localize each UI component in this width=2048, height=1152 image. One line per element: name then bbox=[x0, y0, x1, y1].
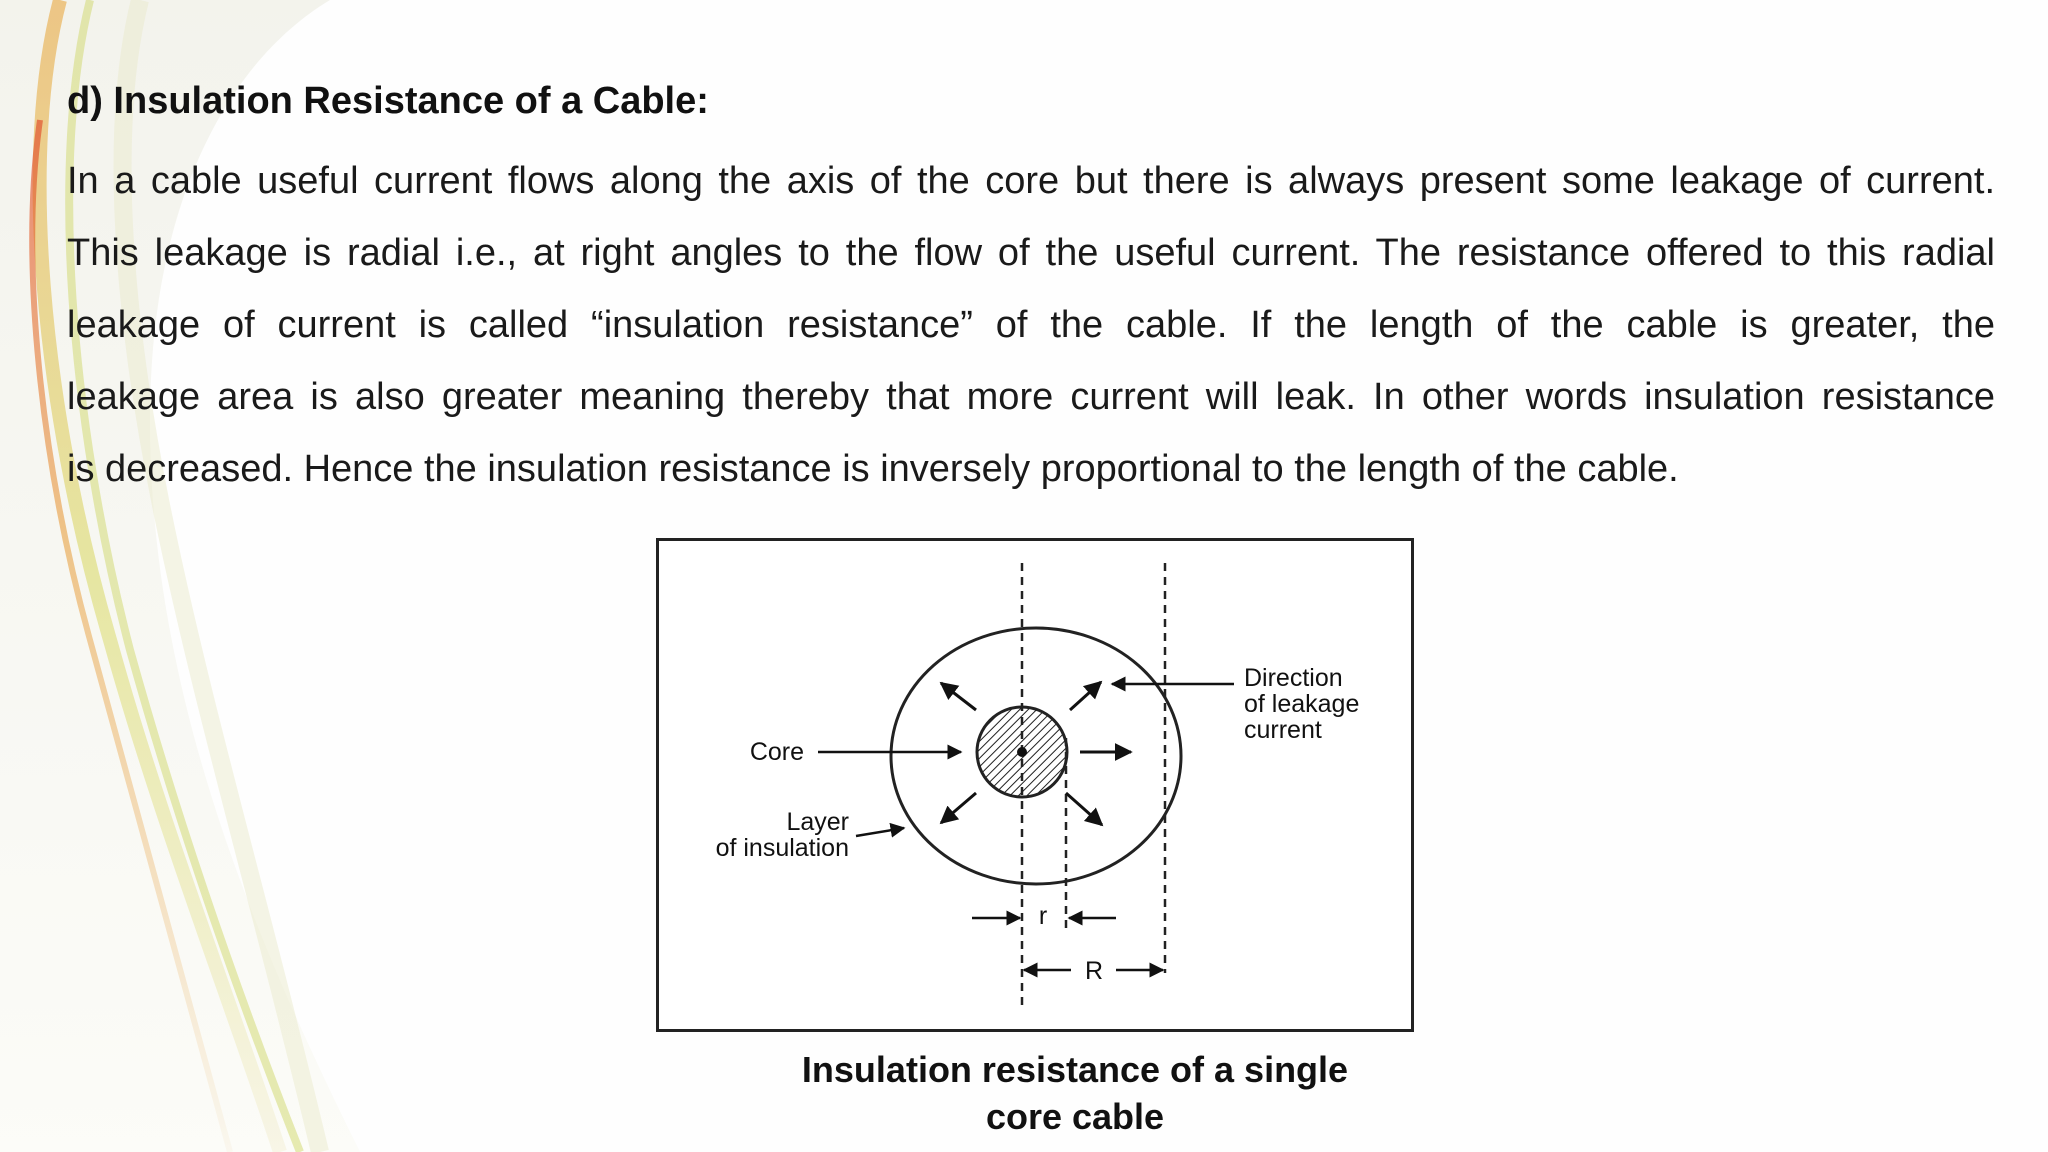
direction-label-line2: of leakage bbox=[1244, 690, 1359, 718]
paragraph-line: is decreased. Hence the insulation resis… bbox=[67, 448, 1679, 490]
cable-insulation-figure: Core Layer of insulation Direction of le… bbox=[656, 538, 1414, 1032]
layer-pointer bbox=[855, 822, 906, 838]
leakage-arrows bbox=[939, 680, 1133, 827]
caption-line: core cable bbox=[985, 1096, 1165, 1137]
section-heading: d) Insulation Resistance of a Cable: bbox=[67, 80, 709, 122]
insulation-layer-circle bbox=[889, 626, 1183, 886]
layer-label-line1: Layer bbox=[786, 808, 849, 836]
r-label: r bbox=[1039, 902, 1047, 930]
paragraph-line: In a cable useful current flows along th… bbox=[67, 160, 1995, 202]
R-label: R bbox=[1085, 957, 1103, 985]
core-label: Core bbox=[750, 738, 804, 766]
paragraph-line: leakage area is also greater meaning the… bbox=[67, 376, 1995, 418]
body-paragraph: In a cable useful current flows along th… bbox=[67, 145, 1995, 505]
figure-caption: Insulation resistance of a single core c… bbox=[700, 1046, 1450, 1140]
paragraph-line: leakage of current is called “insulation… bbox=[67, 304, 1995, 346]
core-center-dot bbox=[1017, 747, 1027, 757]
caption-line: Insulation resistance of a single bbox=[801, 1049, 1349, 1090]
direction-label-line3: current bbox=[1244, 716, 1322, 744]
layer-label-line2: of insulation bbox=[716, 834, 849, 862]
direction-label-line1: Direction bbox=[1244, 664, 1343, 692]
paragraph-line: This leakage is radial i.e., at right an… bbox=[67, 232, 1995, 274]
